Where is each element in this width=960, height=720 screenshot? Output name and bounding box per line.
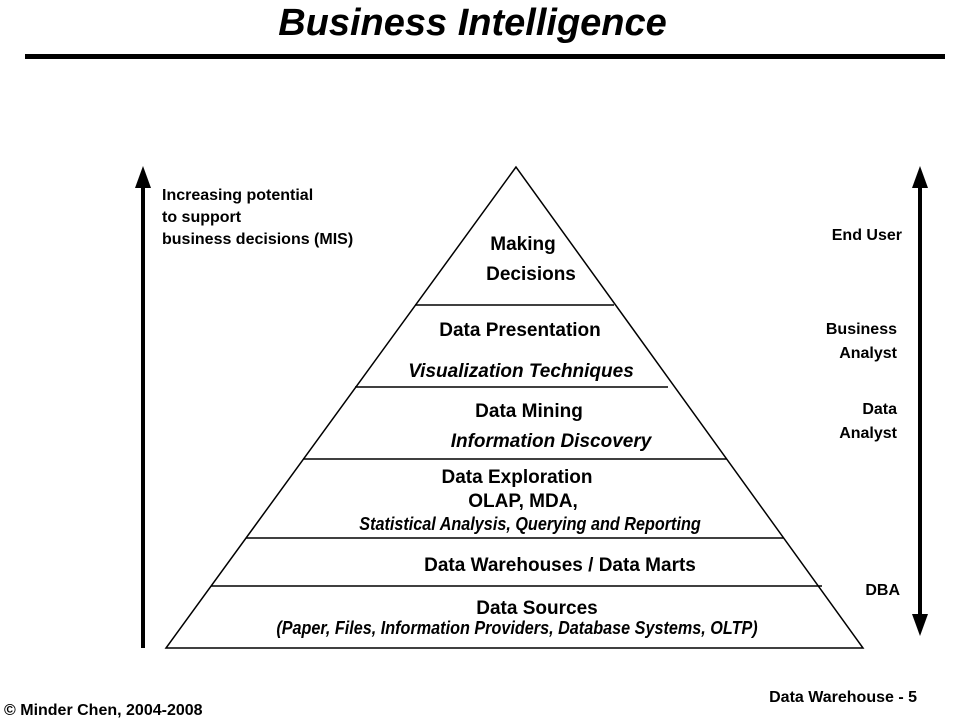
role-data-analyst-line-1: Data [862,401,897,418]
level-visualization-sub: Visualization Techniques [408,361,634,382]
level-olap-sub: OLAP, MDA, [468,491,578,512]
footer-slide-number: Data Warehouse - 5 [769,689,917,706]
level-information-discovery-sub: Information Discovery [450,431,652,452]
footer-copyright: © Minder Chen, 2004-2008 [4,702,203,719]
role-data-analyst: Data Analyst [839,398,897,446]
right-arrow-head-top [912,166,928,188]
role-data-analyst-line-2: Analyst [839,425,897,442]
level-data-mining-label: Data Mining [475,401,583,422]
level-statistical-analysis-sub: Statistical Analysis, Querying and Repor… [359,514,701,534]
title-underline [25,54,945,59]
role-dba: DBA [865,579,900,603]
right-arrow-head-bottom [912,614,928,636]
level-data-sources-sub: (Paper, Files, Information Providers, Da… [276,618,758,638]
role-business-analyst: Business Analyst [826,318,897,366]
pyramid-outline [164,165,865,649]
role-end-user: End User [832,224,902,248]
role-end-user-line-1: End User [831,227,902,244]
mis-note-line-3: business decisions (MIS) [162,231,354,248]
role-business-analyst-line-2: Analyst [839,345,897,362]
role-business-analyst-line-1: Business [825,321,897,338]
left-arrow-head [135,166,151,188]
level-decisions-label: Decisions [486,264,576,285]
role-dba-line-1: DBA [865,582,900,599]
level-data-sources-label: Data Sources [476,598,598,619]
mis-note: Increasing potential to support business… [162,185,353,251]
mis-note-line-2: to support [162,209,242,226]
page-title: Business Intelligence [278,2,667,44]
level-data-presentation-label: Data Presentation [439,320,601,341]
mis-note-line-1: Increasing potential [162,187,314,204]
level-data-exploration-label: Data Exploration [441,467,593,488]
level-making-label: Making [490,234,556,255]
level-data-warehouses-label: Data Warehouses / Data Marts [424,555,696,576]
